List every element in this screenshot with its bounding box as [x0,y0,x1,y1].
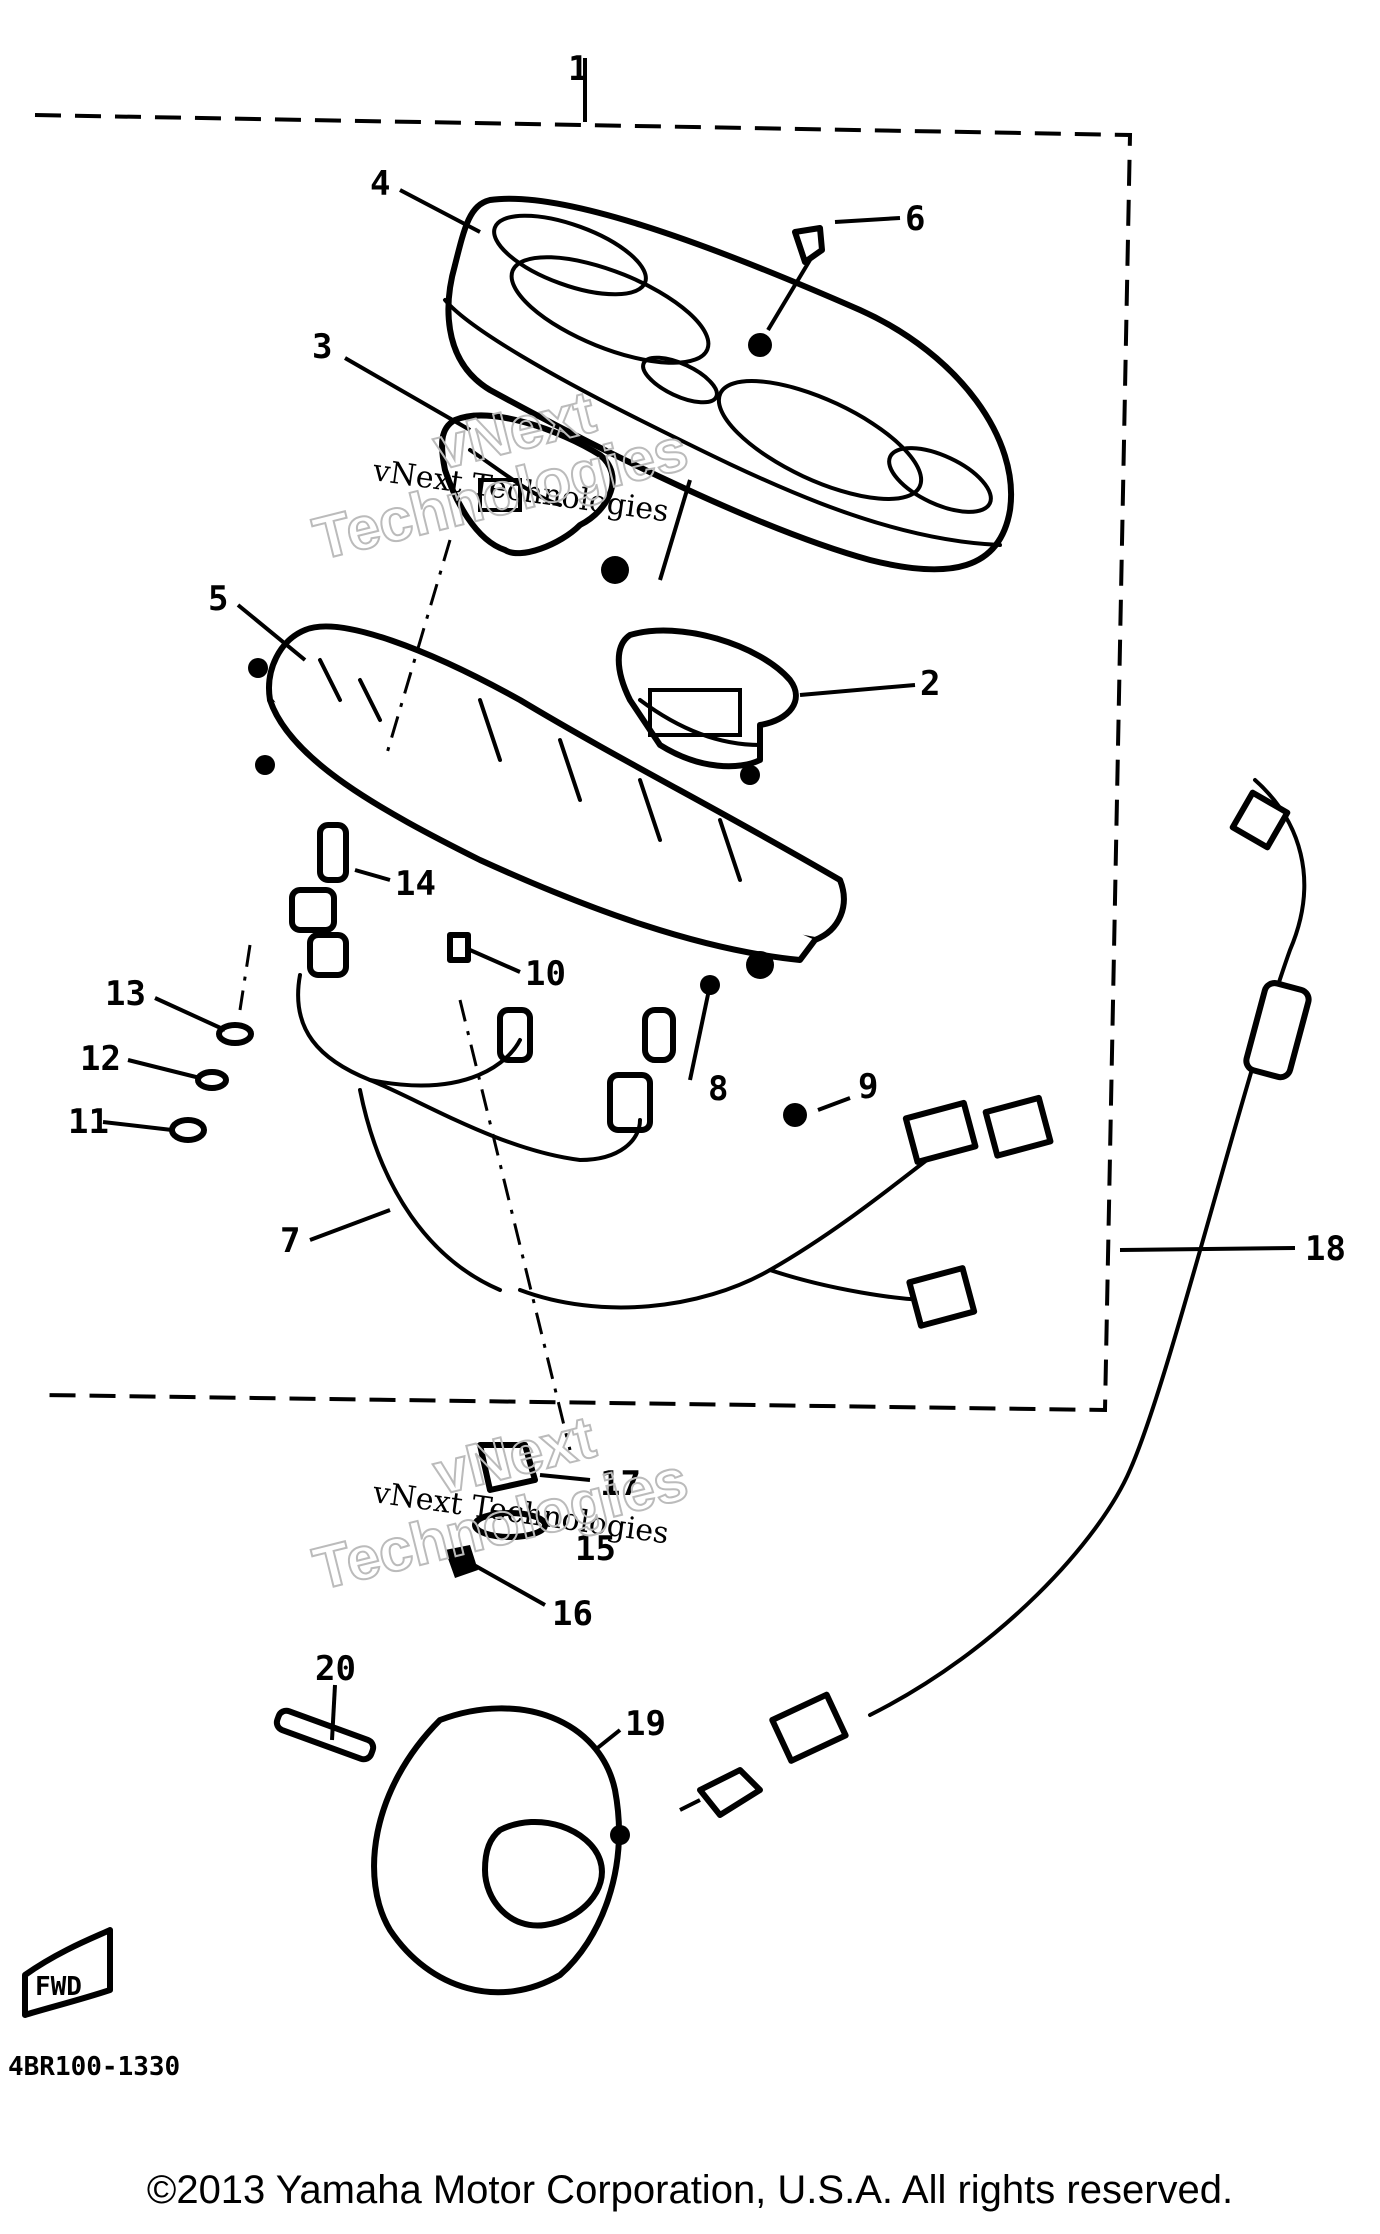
watermarks: vNext Technologies Technologies vNext vN… [306,377,695,1604]
speedometer-part [439,412,616,557]
meter-case-part [248,623,847,995]
callout-9: 9 [858,1067,878,1107]
callout-labels: 1 2 3 4 5 6 7 8 9 10 11 12 13 14 15 16 1… [68,49,1346,1744]
callout-7: 7 [280,1221,300,1261]
callout-17: 17 [600,1464,641,1504]
assembly-boundary [34,58,1133,1413]
bulb-socket-part [289,822,533,1063]
callout-11: 11 [68,1102,109,1142]
callout-8: 8 [708,1069,728,1109]
callout-15: 15 [575,1529,616,1569]
nut-washer-parts [445,1442,548,1578]
callout-5: 5 [208,579,228,619]
callout-6: 6 [905,199,925,239]
front-direction-marker: FWD [22,1927,113,2018]
copyright-notice: ©2013 Yamaha Motor Corporation, U.S.A. A… [146,2168,1234,2212]
callout-3: 3 [312,327,332,367]
callout-19: 19 [625,1704,666,1744]
bolt-part [447,932,471,963]
washer-parts [169,1022,254,1143]
screw-part [766,225,825,332]
callout-12: 12 [80,1039,121,1079]
callout-20: 20 [315,1649,356,1689]
wire-harness-part [296,973,1054,1329]
meter-cover-part [443,195,1015,573]
leader-lines [102,188,916,1752]
speedometer-cable-part [679,778,1312,1818]
screw-small-part [783,1103,807,1127]
tachometer-part [601,479,799,785]
callout-16: 16 [552,1594,593,1634]
assembly-axis-lines [238,539,572,1451]
callout-10: 10 [525,954,566,994]
front-marker-label: FWD [35,1972,82,2002]
bulb-part [607,1007,676,1133]
callout-14: 14 [395,864,436,904]
speedometer-gear-part [371,1705,630,1996]
drawing-code: 4BR100-1330 [8,2052,180,2082]
callout-4: 4 [370,164,390,204]
callout-18: 18 [1305,1229,1346,1269]
callout-1: 1 [568,49,588,89]
callout-13: 13 [105,974,146,1014]
callout-2: 2 [920,664,940,704]
key-part [273,1707,377,1763]
